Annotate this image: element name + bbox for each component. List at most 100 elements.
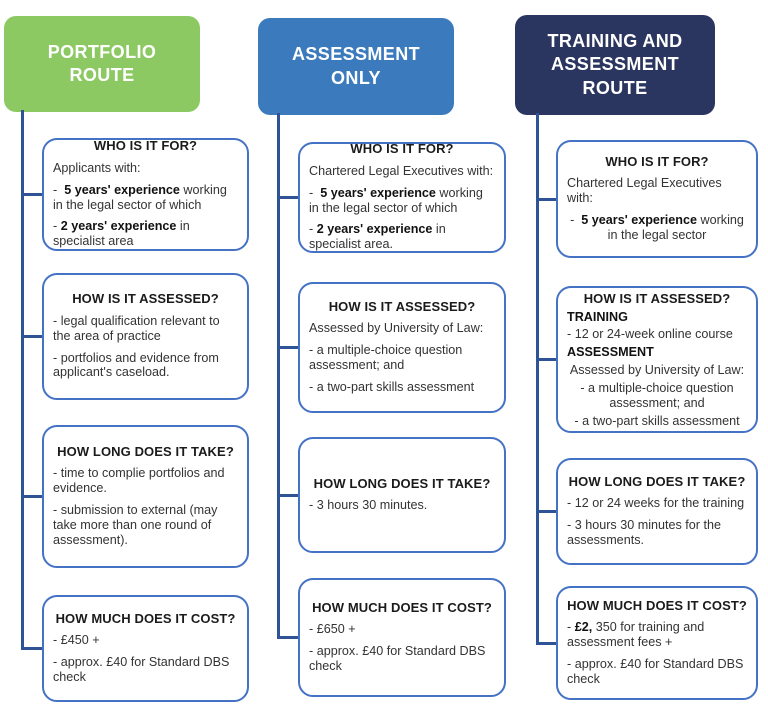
box-text-line: - 5 years' experience working in the leg… [567, 213, 747, 243]
box-assessment-only-how-long-does-it-take: HOW LONG DOES IT TAKE?- 3 hours 30 minut… [298, 437, 506, 553]
box-portfolio-route-who-is-it-for: WHO IS IT FOR? Applicants with: - 5 years'… [42, 138, 249, 251]
text-segment: working in the legal sector [607, 213, 748, 242]
text-segment: - 12 or 24 weeks for the training [567, 496, 745, 511]
bold-text-segment: TRAINING [567, 309, 628, 324]
box-title: HOW MUCH DOES IT COST? [55, 610, 236, 626]
connector-stub [536, 510, 558, 513]
route-header-label: TRAINING AND ASSESSMENT ROUTE [547, 30, 683, 98]
box-text-line: Assessed by University of Law: [567, 363, 747, 378]
box-training-and-assessment-route-who-is-it-for: WHO IS IT FOR?Chartered Legal Executives… [556, 140, 758, 258]
text-segment: in specialist area. [309, 222, 450, 252]
text-segment: - 12 or 24-week online course [567, 327, 733, 342]
text-segment: - a multiple-choice question assessment;… [309, 343, 466, 372]
connector-stub [21, 335, 44, 338]
box-title: WHO IS IT FOR? [350, 141, 454, 157]
text-segment: Assessed by University of Law: [309, 321, 484, 336]
bold-text-segment: 2 years' experience [60, 219, 177, 234]
box-text-line: - £2, 350 for training and assessment fe… [567, 620, 747, 650]
box-assessment-only-who-is-it-for: WHO IS IT FOR? Chartered Legal Executives… [298, 141, 506, 253]
bold-text-segment: 5 years' experience [64, 182, 180, 197]
box-text-line: Assessed by University of Law: [309, 321, 495, 336]
connector-stub [21, 193, 44, 196]
text-segment: - [53, 182, 65, 197]
route-header-training-and-assessment-route: TRAINING AND ASSESSMENT ROUTE [515, 15, 715, 115]
connector-stub [277, 493, 300, 497]
box-text-line: ASSESSMENT [567, 345, 747, 360]
text-segment: - [567, 620, 575, 635]
text-segment: - a two-part skills assessment [309, 379, 475, 394]
text-segment: working in the legal sector of which [53, 182, 231, 212]
box-text-line: - approx. £40 for Standard DBS check [53, 655, 238, 685]
box-text-line: - approx. £40 for Standard DBS check [567, 657, 747, 687]
box-title: HOW LONG DOES IT TAKE? [568, 473, 746, 489]
text-segment: - submission to external (may take more … [53, 503, 221, 547]
text-segment: working in the legal sector of which [309, 185, 487, 215]
route-header-label: PORTFOLIO ROUTE [47, 41, 157, 85]
box-text-line: - 3 hours 30 minutes. [309, 498, 495, 513]
text-segment: - legal qualification relevant to the ar… [53, 313, 224, 343]
box-training-and-assessment-route-how-is-it-assessed: HOW IS IT ASSESSED? TRAINING - 12 or 24-we… [556, 286, 758, 433]
bold-text-segment: 5 years' experience [581, 213, 698, 227]
text-segment: - approx. £40 for Standard DBS check [567, 657, 747, 686]
box-assessment-only-how-is-it-assessed: HOW IS IT ASSESSED? Assessed by Universit… [298, 282, 506, 413]
box-training-and-assessment-route-how-long-does-it-take: HOW LONG DOES IT TAKE? - 12 or 24 weeks f… [556, 458, 758, 565]
box-portfolio-route-how-long-does-it-take: HOW LONG DOES IT TAKE?- time to complie … [42, 425, 249, 568]
text-segment: Assessed by University of Law: [569, 363, 745, 378]
connector-stub [21, 647, 44, 650]
box-text-line: Applicants with: [53, 161, 238, 176]
box-title: HOW IS IT ASSESSED? [583, 291, 731, 306]
box-title: HOW IS IT ASSESSED? [72, 291, 219, 307]
text-segment: 350 for training and assessment fees + [567, 620, 708, 650]
box-text-line: - 12 or 24-week online course [567, 327, 747, 342]
text-segment: - £450 + [53, 633, 100, 648]
route-header-assessment-only: ASSESSMENT ONLY [258, 18, 454, 115]
text-segment: - £650 + [309, 622, 356, 637]
text-segment: - a multiple-choice question assessment;… [580, 380, 738, 410]
box-training-and-assessment-route-how-much-does-it-cost: HOW MUCH DOES IT COST? - £2, 350 for trai… [556, 586, 758, 700]
box-title: HOW MUCH DOES IT COST? [567, 597, 747, 613]
box-title: WHO IS IT FOR? [93, 138, 198, 154]
text-segment: in specialist area [53, 219, 194, 249]
box-text-line: - 2 years' experience in specialist area [53, 219, 238, 249]
box-title: HOW MUCH DOES IT COST? [312, 599, 492, 615]
text-segment: - portfolios and evidence from applicant… [53, 350, 223, 380]
connector-trunk [21, 110, 24, 650]
text-segment: Chartered Legal Executives with: [567, 176, 726, 206]
connector-stub [536, 197, 558, 201]
box-text-line: - portfolios and evidence from applicant… [53, 351, 238, 381]
box-text-line: Chartered Legal Executives with: [309, 164, 495, 179]
text-segment: - 3 hours 30 minutes. [309, 498, 428, 513]
box-text-line: - approx. £40 for Standard DBS check [309, 644, 495, 674]
box-text-line: - time to complie portfolios and evidenc… [53, 466, 238, 496]
box-text-line: - submission to external (may take more … [53, 503, 238, 548]
box-text-line: - 5 years' experience working in the leg… [53, 183, 238, 213]
connector-stub [277, 636, 300, 639]
box-text-line: - a two-part skills assessment [309, 380, 495, 395]
connector-stub [536, 358, 558, 361]
box-text-line: - legal qualification relevant to the ar… [53, 314, 238, 344]
connector-trunk [277, 113, 280, 639]
connector-trunk [536, 113, 539, 645]
text-segment: - [53, 219, 61, 234]
box-text-line: - a multiple-choice question assessment;… [309, 343, 495, 373]
connector-stub [536, 641, 558, 645]
text-segment: - approx. £40 for Standard DBS check [53, 655, 233, 684]
bold-text-segment: 5 years' experience [320, 185, 436, 200]
box-assessment-only-how-much-does-it-cost: HOW MUCH DOES IT COST? - £650 + - approx. … [298, 578, 506, 697]
route-header-portfolio-route: PORTFOLIO ROUTE [4, 16, 200, 112]
bold-text-segment: ASSESSMENT [567, 345, 654, 360]
box-title: HOW IS IT ASSESSED? [328, 298, 476, 314]
box-text-line: - 2 years' experience in specialist area… [309, 222, 495, 252]
text-segment: - [309, 185, 321, 200]
box-text-line: - 5 years' experience working in the leg… [309, 186, 495, 216]
text-segment: Chartered Legal Executives with: [309, 163, 494, 178]
box-text-line: TRAINING [567, 310, 747, 325]
connector-stub [277, 196, 300, 199]
bold-text-segment: £2, [574, 620, 593, 635]
connector-stub [277, 346, 300, 349]
box-portfolio-route-how-is-it-assessed: HOW IS IT ASSESSED? - legal qualification… [42, 273, 249, 400]
box-portfolio-route-how-much-does-it-cost: HOW MUCH DOES IT COST? - £450 + - approx. … [42, 595, 249, 702]
text-segment: - [570, 213, 582, 227]
box-text-line: - a two-part skills assessment [567, 414, 747, 429]
